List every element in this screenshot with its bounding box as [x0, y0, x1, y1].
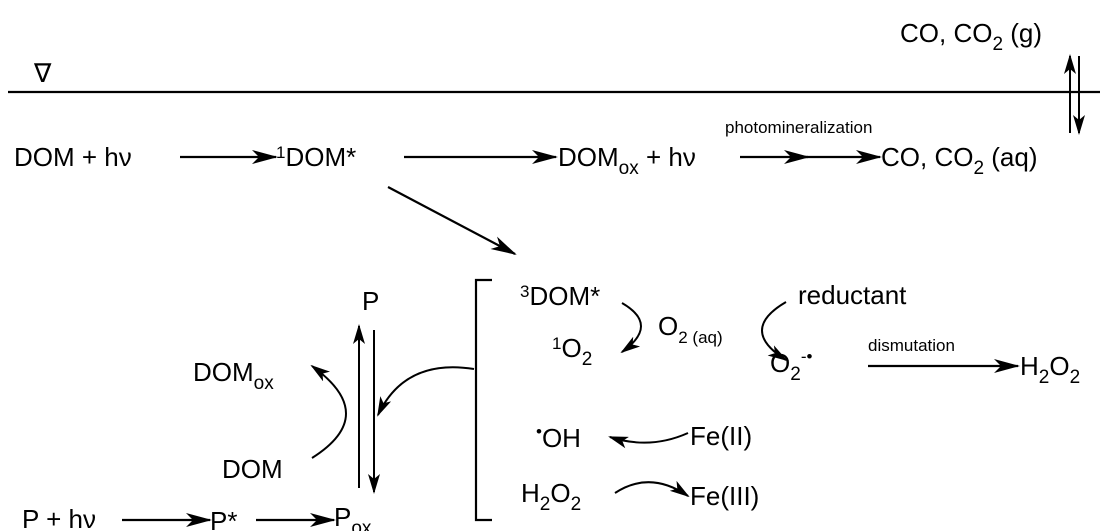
- superoxide: O2-•: [770, 347, 812, 385]
- hydroxyl-radical: •OH: [536, 422, 581, 453]
- aqueous-co-co2: CO, CO2 (aq): [881, 142, 1038, 179]
- dom-left: DOM: [222, 454, 283, 484]
- singlet-oxygen: 1O2: [552, 333, 592, 370]
- dismutation-label: dismutation: [868, 336, 955, 355]
- iron-ii: Fe(II): [690, 421, 752, 451]
- photomineralization-label: photomineralization: [725, 118, 872, 137]
- triplet-dom: 3DOM*: [520, 281, 600, 311]
- singlet-dom: 1DOM*: [276, 142, 356, 172]
- iron-iii: Fe(III): [690, 481, 759, 511]
- dom-plus-light: DOM + hν: [14, 142, 132, 172]
- water-level-icon: ∇: [33, 58, 52, 88]
- iron-oxidation-curved-arrow: [608, 432, 689, 449]
- oxidized-dom-left: DOMox: [193, 357, 274, 394]
- dom-oxidation-curved-arrow: [310, 364, 347, 459]
- excited-pollutant: P*: [210, 506, 237, 531]
- peroxide-reduction-curved-arrow: [614, 480, 690, 498]
- reduction-curved-arrow: [761, 301, 788, 362]
- pollutant-plus-light: P + hν: [22, 504, 96, 531]
- arrow-intersystem-crossing: [387, 186, 517, 255]
- box-bracket: [474, 278, 492, 522]
- oxidized-pollutant: Pox: [334, 502, 372, 531]
- oxidized-dom-plus-light: DOMox + hν: [558, 142, 696, 179]
- energy-transfer-curved-arrow: [620, 302, 642, 354]
- reductant-label: reductant: [798, 280, 907, 310]
- pollutant-top: P: [362, 286, 379, 316]
- dissolved-oxygen: O2 (aq): [658, 311, 723, 347]
- box-to-pollutant-curved-arrow: [377, 366, 475, 417]
- hydrogen-peroxide-product: H2O2: [1020, 351, 1080, 388]
- hydrogen-peroxide-reactant: H2O2: [521, 478, 581, 515]
- gas-phase-label: CO, CO2 (g): [900, 18, 1042, 55]
